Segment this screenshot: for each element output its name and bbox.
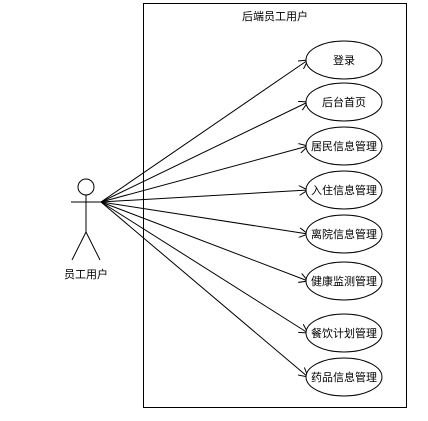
use-case: 后台首页 (305, 82, 383, 122)
use-case-ellipse (305, 82, 383, 122)
use-case-label: 居民信息管理 (311, 139, 377, 153)
association-line (100, 201, 308, 234)
association-line (100, 60, 308, 203)
association-line (100, 201, 308, 281)
use-case-ellipse (305, 170, 383, 210)
association-line (100, 201, 308, 333)
use-case: 药品信息管理 (305, 357, 383, 397)
system-boundary (143, 3, 407, 408)
actor-right-leg (85, 231, 101, 261)
actor-left-leg (71, 231, 87, 261)
use-case-label: 离院信息管理 (311, 227, 377, 241)
use-case-ellipse (305, 126, 383, 166)
associations (100, 60, 308, 377)
actor (71, 178, 101, 261)
use-case: 餐饮计划管理 (305, 313, 383, 353)
use-case-label: 药品信息管理 (311, 370, 377, 384)
use-case: 登录 (305, 40, 383, 80)
use-case: 入住信息管理 (305, 170, 383, 210)
association-line (100, 146, 308, 203)
association-line (100, 201, 308, 377)
actor-head (77, 178, 95, 196)
use-case-label: 餐饮计划管理 (311, 326, 377, 340)
use-case-ellipse (305, 357, 383, 397)
use-case: 健康监测管理 (305, 261, 383, 301)
use-case-ellipse (305, 214, 383, 254)
use-case-ellipse (305, 313, 383, 353)
use-case-ellipse (305, 261, 383, 301)
use-case-label: 入住信息管理 (311, 183, 377, 197)
association-line (100, 102, 308, 203)
system-title: 后端员工用户 (242, 9, 308, 23)
association-line (100, 190, 308, 203)
use-case: 居民信息管理 (305, 126, 383, 166)
use-case-label: 登录 (333, 53, 355, 67)
use-case-ellipse (305, 40, 383, 80)
use-case-label: 后台首页 (322, 95, 366, 109)
actor-label: 员工用户 (64, 267, 108, 281)
use-case: 离院信息管理 (305, 214, 383, 254)
use-cases: 登录后台首页居民信息管理入住信息管理离院信息管理健康监测管理餐饮计划管理药品信息… (305, 40, 383, 397)
use-case-label: 健康监测管理 (311, 274, 377, 288)
